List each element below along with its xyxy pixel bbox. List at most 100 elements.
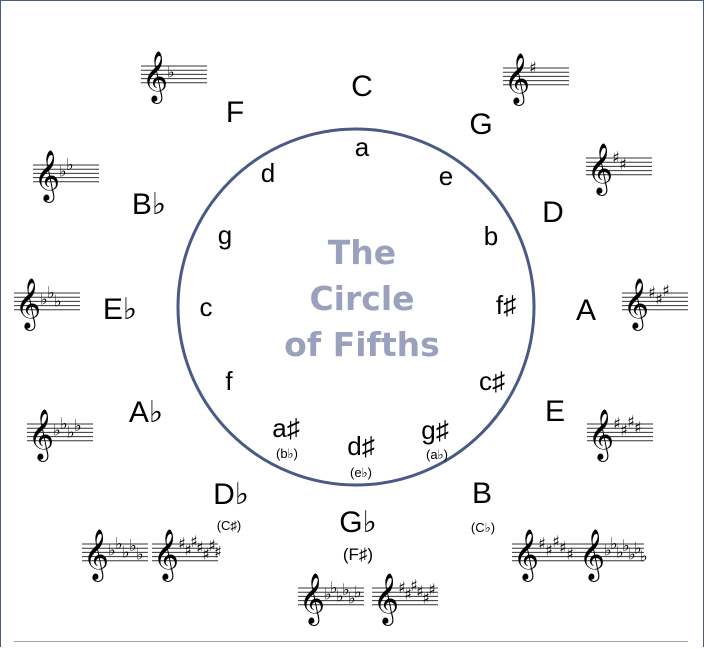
flat-icon: ♭	[74, 416, 82, 435]
sharp-icon: ♯	[202, 545, 210, 564]
sharp-icon: ♯	[559, 538, 567, 557]
sharp-icon: ♯	[648, 283, 656, 302]
major-key-Bb: B♭	[132, 188, 166, 221]
flat-icon: ♭	[54, 292, 62, 311]
key-signature-staff: 𝄞♯♯♯	[622, 278, 688, 331]
sharp-icon: ♯	[208, 536, 216, 555]
flat-icon: ♭	[640, 547, 648, 566]
sharp-icon: ♯	[655, 289, 663, 308]
major-keys: C G D A E B (C♭) G♭ (F♯) D♭ (C♯) A♭ E♭ B…	[103, 70, 596, 564]
sharp-icon: ♯	[538, 534, 546, 553]
sharp-icon: ♯	[662, 281, 670, 300]
key-signatures: 𝄞♭𝄞♯𝄞♭♭𝄞♯♯𝄞♭♭♭𝄞♯♯♯𝄞♭♭♭♭𝄞♯♯♯♯𝄞♭♭♭♭♭𝄞♯♯♯♯♯…	[14, 51, 688, 626]
title-line-1: The	[328, 233, 396, 272]
minor-key-asharp-alt: (b♭)	[276, 446, 298, 461]
treble-clef-icon: 𝄞	[15, 278, 41, 331]
major-key-Eb: E♭	[103, 293, 137, 326]
minor-key-c: c	[200, 292, 213, 322]
sharp-icon: ♯	[178, 534, 186, 553]
treble-clef-icon: 𝄞	[513, 529, 539, 582]
key-signature-staff: 𝄞♭	[141, 51, 207, 104]
sharp-icon: ♯	[613, 414, 621, 433]
flat-icon: ♭	[47, 283, 55, 302]
sharp-icon: ♯	[634, 418, 642, 437]
flat-icon: ♭	[60, 414, 68, 433]
flat-icon: ♭	[604, 540, 612, 559]
flat-icon: ♭	[66, 155, 74, 174]
sharp-icon: ♯	[190, 532, 198, 551]
treble-clef-icon: 𝄞	[28, 409, 54, 462]
sharp-icon: ♯	[529, 58, 537, 77]
treble-clef-icon: 𝄞	[83, 529, 109, 582]
flat-icon: ♭	[610, 534, 618, 553]
minor-key-gsharp: g♯	[421, 415, 448, 445]
sharp-icon: ♯	[620, 420, 628, 439]
flat-icon: ♭	[129, 536, 137, 555]
minor-key-fsharp: f♯	[496, 290, 516, 320]
sharp-icon: ♯	[627, 412, 635, 431]
flat-icon: ♭	[40, 289, 48, 308]
minor-key-dsharp: d♯	[347, 431, 374, 461]
sharp-icon: ♯	[619, 154, 627, 173]
treble-clef-icon: 𝄞	[579, 529, 605, 582]
major-key-Gb-alt: (F♯)	[343, 545, 373, 564]
sharp-icon: ♯	[566, 545, 574, 564]
treble-clef-icon: 𝄞	[623, 278, 649, 331]
title-line-2: Circle	[309, 279, 414, 318]
major-key-E: E	[545, 395, 565, 428]
flat-icon: ♭	[67, 423, 75, 442]
key-signature-staff: 𝄞♯♯	[586, 143, 652, 196]
minor-key-gsharp-alt: (a♭)	[426, 447, 448, 462]
minor-key-e: e	[439, 161, 453, 191]
title-line-3: of Fifths	[284, 325, 440, 364]
flat-icon: ♭	[108, 540, 116, 559]
treble-clef-icon: 𝄞	[373, 573, 399, 626]
sharp-icon: ♯	[545, 540, 553, 559]
treble-clef-icon: 𝄞	[587, 143, 613, 196]
flat-icon: ♭	[59, 161, 67, 180]
major-key-A: A	[576, 294, 596, 327]
flat-icon: ♭	[354, 582, 362, 601]
sharp-icon: ♯	[422, 589, 430, 608]
minor-key-g: g	[218, 220, 232, 250]
flat-icon: ♭	[324, 584, 332, 603]
sharp-icon: ♯	[196, 538, 204, 557]
key-signature-staff: 𝄞♯♯♯♯♯♯	[372, 573, 438, 626]
inner-circle	[176, 127, 536, 487]
flat-icon: ♭	[53, 420, 61, 439]
flat-icon: ♭	[348, 589, 356, 608]
key-signature-staff: 𝄞♭♭♭♭♭♭	[298, 573, 364, 626]
minor-keys: a e b f♯ c♯ g♯ (a♭) d♯ (e♭) a♯ (b♭) f c …	[200, 132, 517, 480]
key-signature-staff: 𝄞♭♭♭	[14, 278, 80, 331]
flat-icon: ♭	[342, 580, 350, 599]
treble-clef-icon: 𝄞	[504, 53, 530, 106]
flat-icon: ♭	[136, 545, 144, 564]
flat-icon: ♭	[634, 538, 642, 557]
treble-clef-icon: 𝄞	[142, 51, 168, 104]
major-key-Db-alt: (C♯)	[217, 518, 242, 533]
key-signature-staff: 𝄞♭♭	[33, 150, 99, 203]
treble-clef-icon: 𝄞	[299, 573, 325, 626]
sharp-icon: ♯	[428, 580, 436, 599]
key-signature-staff: 𝄞♭♭♭♭♭	[82, 529, 148, 582]
key-signature-staff: 𝄞♯♯♯♯♯	[512, 529, 578, 582]
major-key-D: D	[542, 196, 564, 229]
minor-key-f: f	[225, 366, 233, 396]
major-key-F: F	[226, 96, 244, 129]
key-signature-staff: 𝄞♯♯♯♯	[587, 409, 653, 462]
flat-icon: ♭	[167, 62, 175, 81]
sharp-icon: ♯	[214, 542, 222, 561]
minor-key-a: a	[355, 132, 370, 162]
major-key-C: C	[351, 70, 373, 103]
sharp-icon: ♯	[184, 540, 192, 559]
treble-clef-icon: 𝄞	[34, 150, 60, 203]
sharp-icon: ♯	[398, 578, 406, 597]
minor-key-b: b	[484, 221, 498, 251]
flat-icon: ♭	[622, 536, 630, 555]
flat-icon: ♭	[115, 534, 123, 553]
key-signature-staff: 𝄞♯	[503, 53, 569, 106]
flat-icon: ♭	[336, 587, 344, 606]
flat-icon: ♭	[330, 578, 338, 597]
major-key-Gb: G♭	[339, 506, 377, 539]
